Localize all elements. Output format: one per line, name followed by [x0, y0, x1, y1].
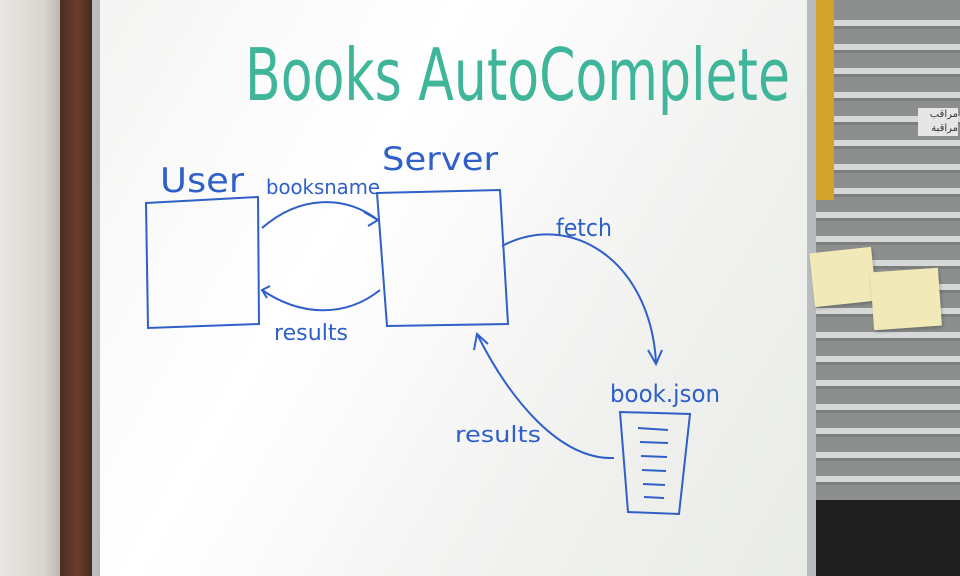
response-label: results: [274, 321, 348, 346]
user-box: [144, 195, 261, 330]
yellow-wall-strip: [816, 0, 834, 200]
arrowhead: [647, 349, 663, 367]
json-results-arrow: [476, 333, 615, 460]
user-label: User: [160, 161, 244, 201]
board-title: Books AutoComplete: [245, 33, 790, 117]
json-file-icon: [618, 410, 692, 516]
json-label: book.json: [610, 380, 720, 408]
request-label: booksname: [266, 175, 380, 199]
fetch-label: fetch: [556, 214, 612, 242]
server-label: Server: [382, 140, 499, 178]
request-arrow: [261, 201, 379, 229]
response-arrow: [261, 289, 381, 312]
server-box: [375, 188, 510, 328]
wooden-pillar: [60, 0, 96, 576]
left-wall: [0, 0, 62, 576]
arabic-sign: مراقب مراقبة: [918, 108, 958, 136]
fetch-arrow: [501, 233, 657, 363]
arrowhead: [260, 285, 271, 299]
whiteboard: [100, 0, 807, 576]
arrowhead: [473, 332, 489, 351]
arrowhead: [363, 211, 380, 227]
window-shadow: [816, 500, 960, 576]
json-results-label: results: [455, 423, 541, 448]
json-file-lines: [637, 427, 669, 499]
